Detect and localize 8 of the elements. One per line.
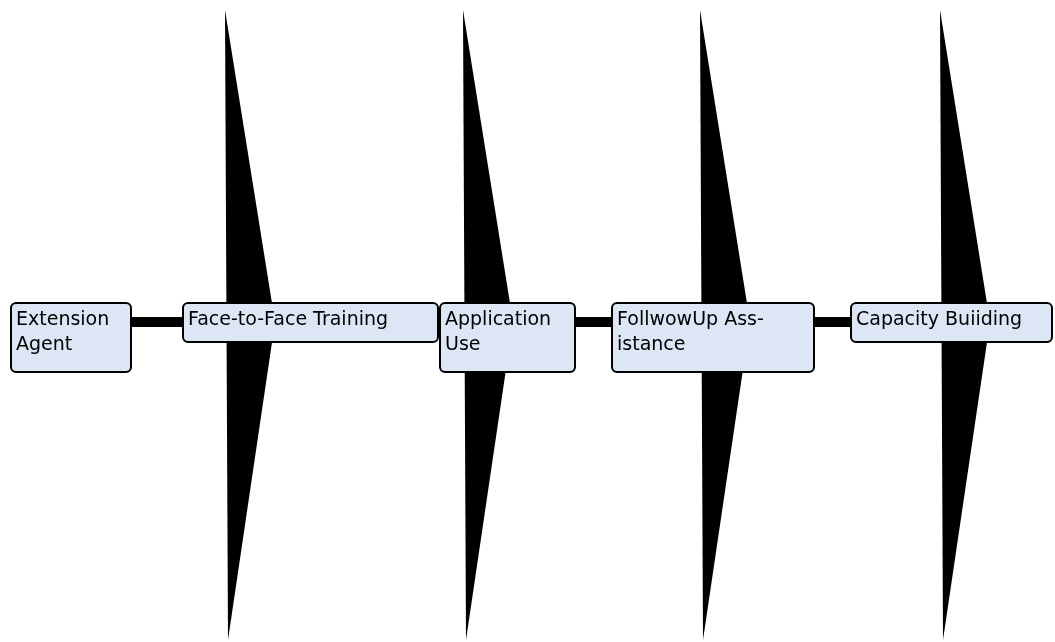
connector-line	[132, 317, 182, 327]
process-box: Face-to-Face Training	[182, 302, 439, 343]
connector-line	[576, 317, 611, 327]
process-box: Capacity Buiiding	[850, 302, 1053, 343]
process-box: Application Use	[439, 302, 576, 373]
connector-line	[815, 317, 850, 327]
process-box: FollwowUp Ass- istance	[611, 302, 815, 373]
process-box: Extension Agent	[10, 302, 132, 373]
